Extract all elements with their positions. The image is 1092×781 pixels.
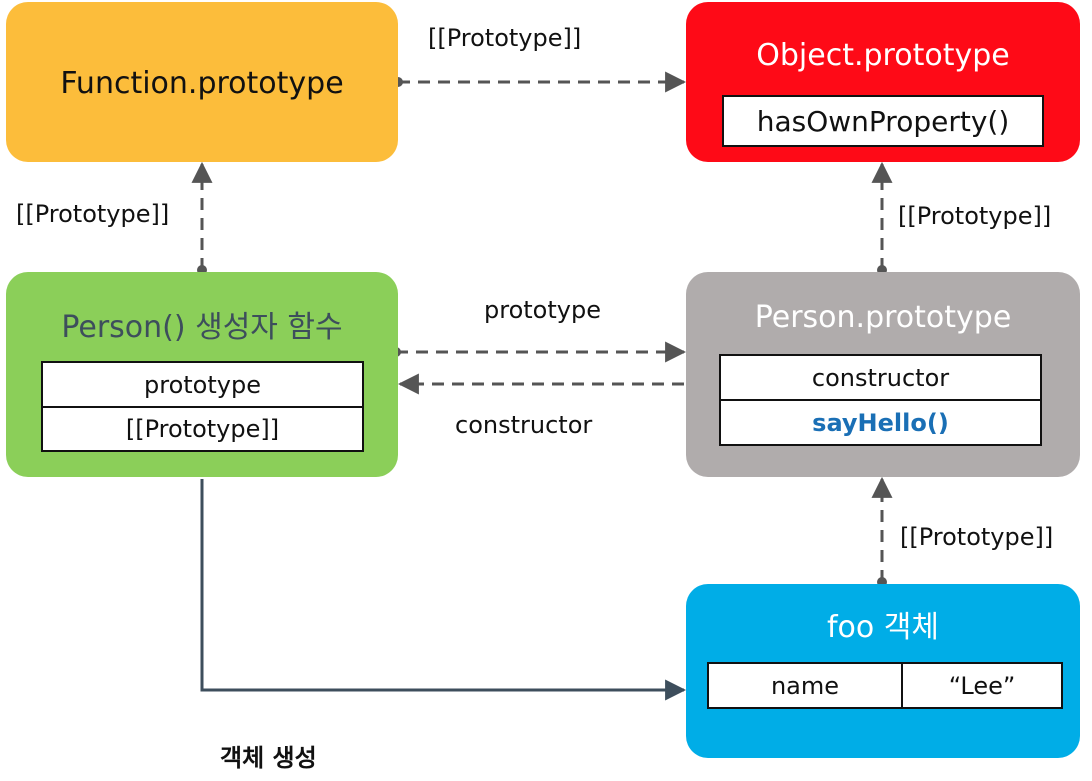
constructor-property-cell: constructor: [719, 354, 1042, 401]
person-constructor-box: Person() 생성자 함수 prototype [[Prototype]]: [6, 272, 398, 477]
edge-foo-to-personproto: [871, 476, 893, 587]
say-hello-method-cell: sayHello(): [719, 399, 1042, 446]
edge-create-object: [200, 479, 687, 701]
label-foo-to-personproto: [[Prototype]]: [900, 523, 1054, 551]
label-personproto-to-obj: [[Prototype]]: [898, 202, 1052, 230]
label-create-object: 객체 생성: [220, 744, 317, 772]
function-prototype-box: Function.prototype: [6, 2, 398, 162]
foo-prop-name-cell: name: [707, 662, 903, 709]
edge-prototype-link: [391, 341, 687, 363]
foo-object-title: foo 객체: [826, 610, 939, 645]
function-prototype-title: Function.prototype: [60, 66, 344, 101]
label-fn-to-obj: [[Prototype]]: [428, 24, 582, 52]
object-prototype-title: Object.prototype: [756, 38, 1010, 73]
label-constructor-link: constructor: [455, 411, 593, 439]
edge-fn-to-obj: [393, 71, 687, 93]
person-internal-prototype-cell: [[Prototype]]: [41, 406, 364, 452]
person-constructor-title: Person() 생성자 함수: [61, 310, 343, 345]
label-prototype-link: prototype: [484, 296, 601, 324]
foo-prop-value-cell: “Lee”: [901, 662, 1063, 709]
edge-person-to-fn: [191, 161, 213, 275]
has-own-property-cell: hasOwnProperty(): [722, 95, 1044, 147]
label-person-to-fn: [[Prototype]]: [16, 200, 170, 228]
edge-personproto-to-obj: [871, 161, 893, 275]
person-prototype-title: Person.prototype: [754, 300, 1012, 335]
foo-object-box: foo 객체 name “Lee”: [686, 584, 1080, 758]
person-prototype-box: Person.prototype constructor sayHello(): [686, 272, 1080, 477]
person-prototype-property-cell: prototype: [41, 361, 364, 408]
edge-constructor-link: [397, 373, 729, 395]
object-prototype-box: Object.prototype hasOwnProperty(): [686, 2, 1080, 162]
